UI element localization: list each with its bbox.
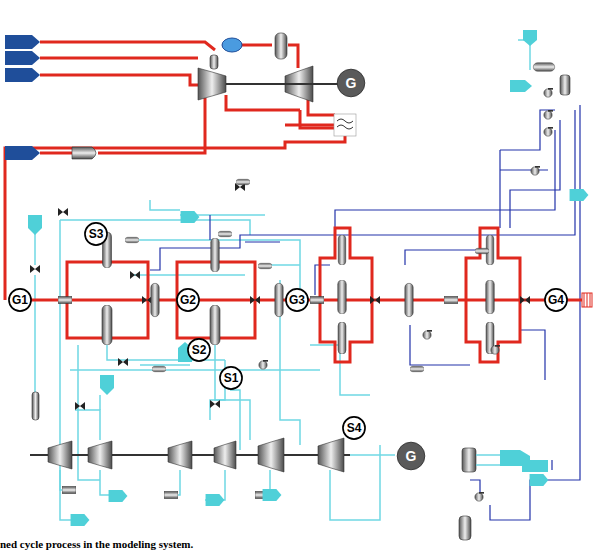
callout-number: S1 (219, 366, 243, 390)
generator-label: G (396, 441, 426, 471)
generator-label: G (336, 68, 366, 98)
callout-text: S2 (187, 338, 211, 362)
hp-water-network (150, 105, 580, 520)
steam-turbines (48, 438, 344, 526)
hrsg-equipment (28, 183, 592, 420)
callout-number: S3 (84, 222, 108, 246)
callout-text: G2 (176, 288, 200, 312)
callout-text: S4 (342, 416, 366, 440)
callout-number: G4 (544, 288, 568, 312)
feed-streams (5, 35, 40, 160)
callout-number: S2 (187, 338, 211, 362)
steam-network (30, 40, 530, 520)
condensate-system (218, 30, 588, 540)
callout-text: G4 (544, 288, 568, 312)
callout-number: S4 (342, 416, 366, 440)
generator-symbol: G (336, 68, 366, 98)
generator-symbol: G (396, 441, 426, 471)
exhaust-duct (20, 228, 582, 362)
callout-text: S3 (84, 222, 108, 246)
callout-text: G1 (8, 288, 32, 312)
callout-number: G2 (176, 288, 200, 312)
callout-text: G3 (285, 288, 309, 312)
figure-caption: ned cycle process in the modeling system… (0, 538, 193, 550)
callout-text: S1 (219, 366, 243, 390)
callout-number: G3 (285, 288, 309, 312)
gas-turbine-equipment (72, 33, 356, 159)
callout-number: G1 (8, 288, 32, 312)
